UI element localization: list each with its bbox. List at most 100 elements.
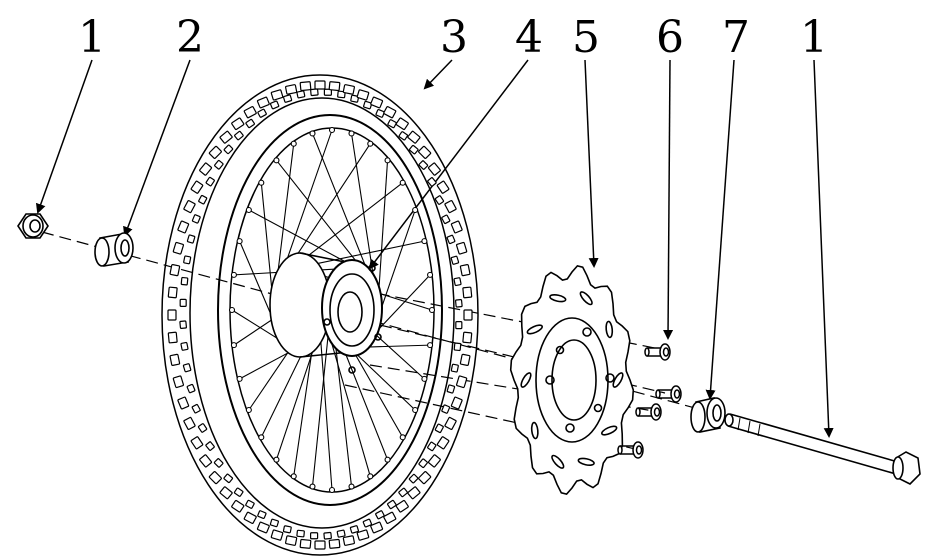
tread-block	[370, 521, 384, 534]
tread-block	[282, 525, 292, 534]
spoke-nipple	[245, 206, 252, 214]
tread-block	[387, 499, 397, 510]
tread-block	[234, 130, 244, 141]
tread-block	[427, 177, 437, 187]
tread-block	[214, 159, 224, 170]
tread-block	[180, 276, 189, 286]
tread-block	[186, 383, 196, 394]
tread-block	[336, 529, 346, 538]
tread-block	[167, 286, 178, 299]
spoke-nipple	[384, 456, 391, 463]
callout-label-4: 4	[515, 12, 543, 63]
leader-arrow-2	[123, 59, 191, 237]
spoke	[248, 209, 351, 265]
tread-block	[375, 510, 385, 520]
tread-block	[459, 264, 471, 277]
tread-block	[370, 96, 384, 109]
tread-block	[387, 119, 397, 129]
tread-block	[169, 353, 181, 366]
disc-slot	[601, 425, 618, 436]
tread-block	[444, 200, 457, 214]
tread-block	[462, 286, 473, 299]
leader-arrow-1-right	[813, 59, 834, 438]
tread-block	[328, 81, 341, 92]
disc-slot	[579, 291, 593, 306]
tread-block	[223, 473, 234, 484]
tread-block	[407, 486, 421, 500]
spoke-nipple	[421, 375, 428, 382]
tread-block	[427, 454, 441, 468]
disc-slot	[526, 324, 543, 335]
tread-block	[356, 89, 370, 101]
tread-block	[427, 162, 441, 176]
tread-block	[198, 194, 208, 205]
tread-block	[231, 117, 245, 131]
spoke-nipple	[348, 483, 355, 490]
tread-block	[199, 162, 213, 176]
tread-block	[453, 342, 462, 352]
tread-block	[407, 130, 421, 144]
tread-block	[245, 118, 255, 129]
spoke-nipple	[228, 306, 236, 314]
tread-block	[172, 375, 185, 389]
tread-block	[256, 96, 270, 109]
tread-block	[450, 396, 463, 410]
spoke	[311, 328, 330, 487]
tread-block	[296, 90, 306, 99]
bolt-axis-4	[344, 384, 641, 451]
tread-block	[314, 540, 326, 550]
callout-label-7: 7	[722, 12, 750, 63]
spoke-nipple	[348, 130, 355, 137]
tread-block	[172, 241, 185, 255]
tread-block	[177, 220, 190, 234]
tread-block	[208, 471, 222, 485]
spoke	[343, 349, 389, 460]
tread-block	[183, 255, 192, 265]
tread-block	[418, 160, 429, 170]
spoke	[363, 344, 431, 348]
spoke	[231, 309, 285, 343]
disc-bolt	[617, 441, 644, 459]
tread-block	[245, 499, 255, 509]
leader-arrows	[35, 59, 834, 438]
tread-block	[296, 529, 305, 538]
spoke-nipple	[427, 271, 434, 278]
disc-bolt	[655, 385, 682, 403]
spoke-nipple	[427, 342, 434, 349]
tread-block	[408, 473, 419, 484]
tread-block	[182, 363, 192, 373]
spoke-nipple	[230, 271, 237, 278]
tread-block	[223, 144, 234, 155]
tread-block	[350, 94, 360, 103]
tread-block	[383, 106, 397, 119]
tread-block	[408, 144, 419, 155]
spoke	[307, 240, 425, 267]
tread-block	[270, 89, 284, 101]
callout-label-1-right: 1	[800, 12, 828, 63]
tread-block	[208, 145, 222, 159]
spoke-nipple	[258, 434, 265, 441]
tread-block	[349, 525, 359, 534]
spoke	[260, 351, 304, 438]
spoke-nipple	[236, 238, 243, 245]
tread-block	[314, 80, 326, 90]
tread-block	[444, 416, 457, 430]
tread-block	[434, 195, 445, 205]
spoke	[276, 159, 361, 267]
spoke-nipple	[230, 342, 237, 349]
disc-slot	[605, 320, 614, 339]
hub	[269, 252, 383, 374]
spoke-nipple	[421, 238, 428, 245]
tread-block	[257, 108, 267, 118]
tread-block	[243, 511, 257, 524]
tread-block	[169, 264, 181, 277]
tread-block	[270, 529, 284, 541]
tread-block	[205, 441, 215, 451]
leader-arrow-7	[705, 59, 735, 400]
tread-block	[453, 277, 462, 287]
tread-block	[446, 234, 456, 245]
spoke-nipple	[384, 157, 391, 164]
tread-block	[441, 214, 451, 225]
brake-disc	[509, 265, 635, 495]
